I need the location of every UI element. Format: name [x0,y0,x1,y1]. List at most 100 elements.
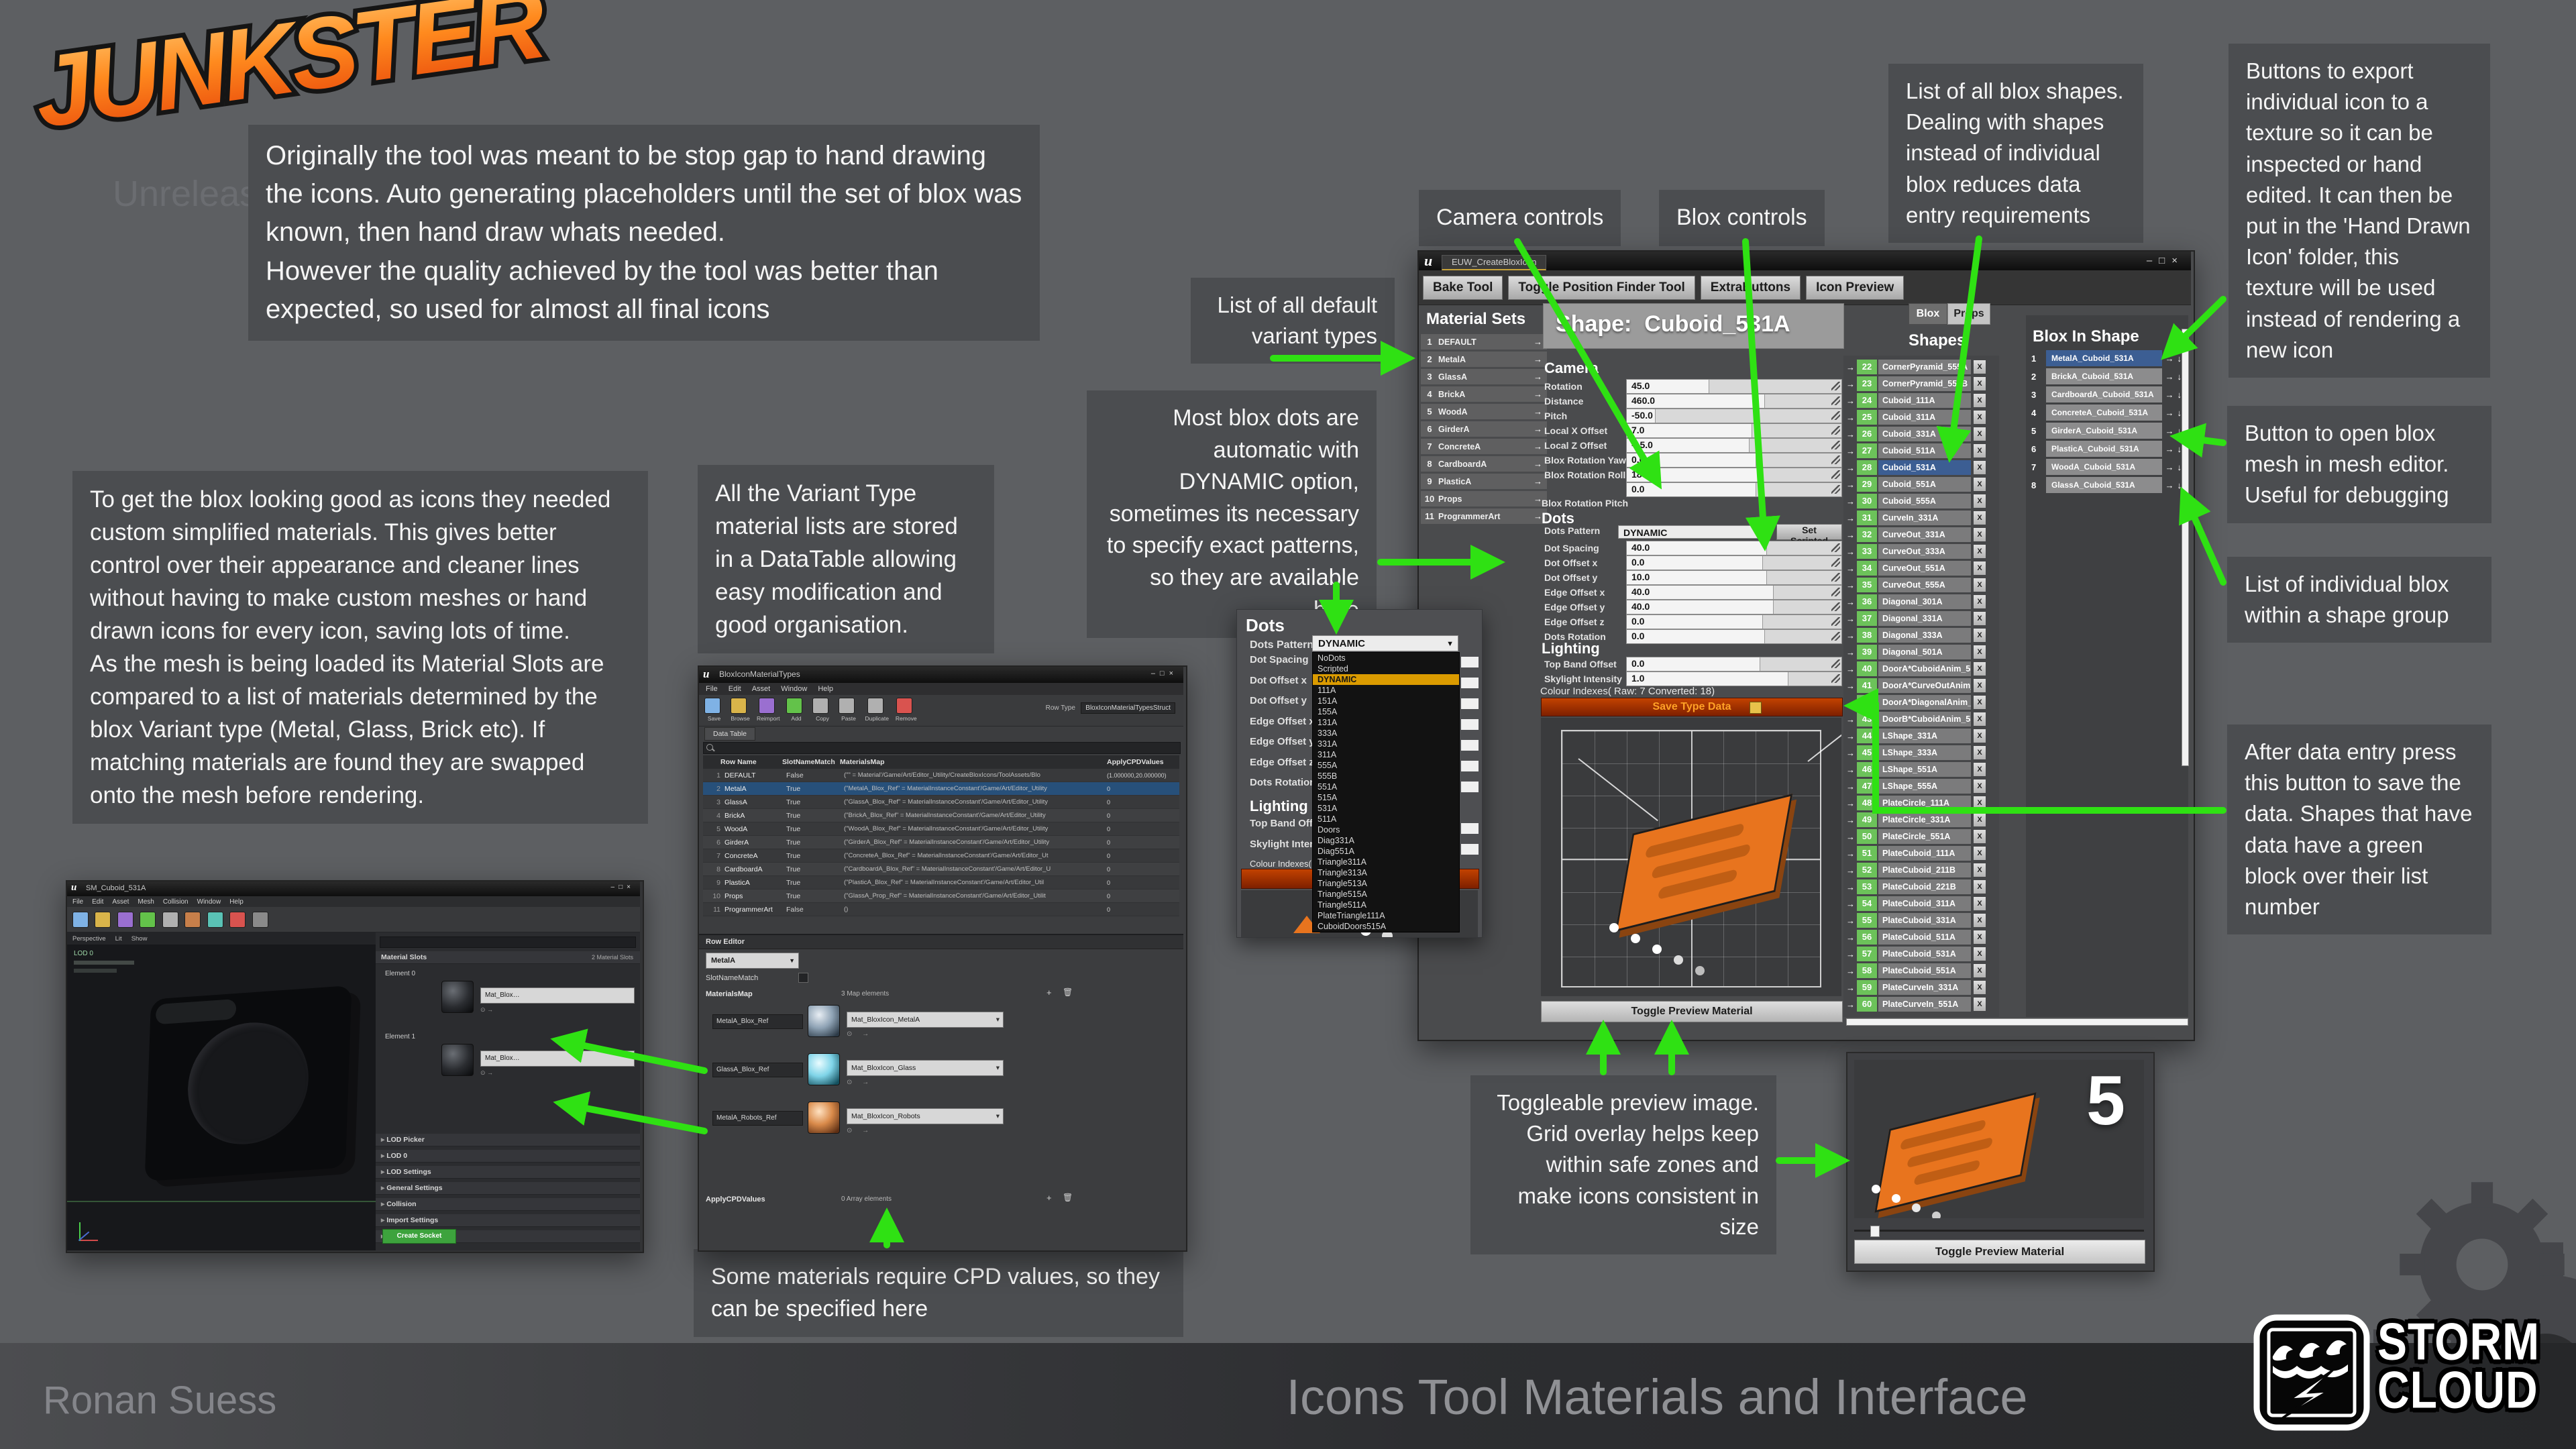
material-element[interactable]: Element 0 Mat_Blox… ⊙ → [380,967,636,1030]
shape-row[interactable]: → 42 DoorA*DiagonalAnim_555A X [1846,695,1998,710]
material-set-row[interactable]: 3 GlassA → [1421,369,1547,384]
delete-x-button[interactable]: X [1974,763,1986,776]
datatable-tab[interactable]: Data Table [704,727,756,741]
open-arrow-icon[interactable]: → [1846,999,1855,1010]
export-icon-button[interactable]: → [2165,371,2174,382]
export-icon-button[interactable]: → [2165,480,2174,490]
datatable-toolbar-button[interactable]: Paste [839,698,858,722]
tool-window-titlebar[interactable]: u EUW_CreateBloxIcon –□× [1419,252,2191,270]
shape-row[interactable]: → 50 PlateCircle_551A X [1846,829,1998,844]
value-spinbox[interactable]: -15.0 [1626,438,1842,453]
shape-row[interactable]: → 56 PlateCuboid_511A X [1846,930,1998,945]
open-arrow-icon[interactable]: → [1846,949,1855,959]
open-arrow-icon[interactable]: → [1846,731,1855,741]
dots-field-row[interactable]: Dot Offset y 10.0 [1544,570,1842,585]
details-section-row[interactable]: ▸ LOD 0 [376,1150,640,1163]
camera-field-row[interactable]: Local X Offset 7.0 [1544,423,1842,438]
open-arrow-icon[interactable]: → [1846,496,1855,506]
shape-row[interactable]: → 55 PlateCuboid_331A X [1846,913,1998,928]
menu-item[interactable]: Window [781,685,808,693]
open-arrow-icon[interactable]: → [1846,412,1855,423]
toggle-preview-material-button[interactable]: Toggle Preview Material [1541,1001,1843,1022]
menu-item[interactable]: Help [818,685,833,693]
menu-item[interactable]: Asset [751,685,771,693]
dots-pattern-dropdown[interactable]: DYNAMIC ▼ [1618,525,1764,539]
delete-x-button[interactable]: X [1974,360,1986,374]
delete-elements-icon[interactable]: 🗑 [1063,1193,1073,1202]
value-spinbox[interactable]: 0.0 [1626,629,1842,644]
delete-x-button[interactable]: X [1974,427,1986,441]
blox-row[interactable]: 4 ConcreteA_Cuboid_531A → ↓ [2031,405,2182,421]
dots-pattern-option[interactable]: 555B [1318,771,1338,781]
viewport-perspective[interactable]: Perspective [72,934,106,943]
material-set-row[interactable]: 2 MetalA → [1421,352,1547,367]
dots-pattern-option[interactable]: 151A [1318,696,1338,706]
horizontal-scrollbar[interactable] [1846,1018,2188,1026]
open-arrow-icon[interactable]: → [1846,580,1855,590]
open-arrow-icon[interactable]: → [1846,445,1855,456]
dots-pattern-option[interactable]: PlateTriangle111A [1318,911,1385,920]
save-type-data-button[interactable]: Save Type Data [1541,698,1843,716]
delete-x-button[interactable]: X [1974,847,1986,860]
shape-row[interactable]: → 36 Diagonal_301A X [1846,594,1998,609]
delete-x-button[interactable]: X [1974,813,1986,826]
shape-row[interactable]: → 24 Cuboid_111A X [1846,393,1998,408]
mesh-window-controls[interactable]: –□× [610,883,635,891]
delete-x-button[interactable]: X [1974,411,1986,424]
delete-x-button[interactable]: X [1974,444,1986,458]
details-section-row[interactable]: ▸ Import Settings [376,1214,640,1227]
preview-card-toggle-button[interactable]: Toggle Preview Material [1854,1240,2145,1264]
open-mesh-icon-button[interactable]: ↓ [2177,389,2182,400]
blox-row[interactable]: 7 WoodA_Cuboid_531A → ↓ [2031,459,2182,475]
material-set-row[interactable]: 11 ProgrammerArt → [1421,508,1547,524]
value-spinbox[interactable]: 0.0 [1626,614,1842,629]
open-arrow-icon[interactable]: → [1846,781,1855,792]
mesh-titlebar[interactable]: u SM_Cuboid_531A –□× [67,881,640,896]
shape-row[interactable]: → 27 Cuboid_511A X [1846,443,1998,458]
shape-row[interactable]: → 54 PlateCuboid_311A X [1846,896,1998,911]
open-mesh-icon-button[interactable]: ↓ [2177,480,2182,490]
delete-x-button[interactable]: X [1974,679,1986,692]
export-icon-button[interactable]: → [2165,407,2174,418]
open-arrow-icon[interactable]: → [1846,378,1855,389]
shape-row[interactable]: → 26 Cuboid_331A X [1846,427,1998,441]
materials-map-entry[interactable]: MetalA_Robots_Ref Mat_BloxIcon_Robots ⊙ … [703,1099,1173,1147]
blox-row[interactable]: 8 GlassA_Cuboid_531A → ↓ [2031,477,2182,493]
blox-row[interactable]: 2 BrickA_Cuboid_531A → ↓ [2031,368,2182,384]
material-set-row[interactable]: 10 Props → [1421,491,1547,506]
menu-item[interactable]: Edit [92,898,104,906]
open-arrow-icon[interactable]: → [1846,429,1855,439]
delete-x-button[interactable]: X [1974,629,1986,642]
delete-x-button[interactable]: X [1974,863,1986,877]
menu-item[interactable]: Window [197,898,221,906]
shape-row[interactable]: → 23 CornerPyramid_555B X [1846,376,1998,391]
material-set-row[interactable]: 8 CardboardA → [1421,456,1547,472]
tool-window-controls[interactable]: –□× [2147,255,2184,266]
delete-x-button[interactable]: X [1974,696,1986,709]
delete-x-button[interactable]: X [1974,394,1986,407]
shape-row[interactable]: → 39 Diagonal_501A X [1846,645,1998,659]
toolbar-icon[interactable] [140,912,156,928]
delete-x-button[interactable]: X [1974,729,1986,743]
open-mesh-icon-button[interactable]: ↓ [2177,407,2182,418]
camera-field-row[interactable]: Blox Rotation Yaw 0.0 [1544,453,1842,468]
open-arrow-icon[interactable]: → [1846,932,1855,943]
delete-x-button[interactable]: X [1974,947,1986,961]
toolbar-icon[interactable] [229,912,246,928]
details-section-row[interactable]: ▸ LOD Settings [376,1166,640,1179]
dots-pattern-option[interactable]: Triangle511A [1318,900,1366,910]
material-set-row[interactable]: 5 WoodA → [1421,404,1547,419]
open-arrow-icon[interactable]: → [1846,479,1855,490]
toolbar-icon[interactable] [207,912,223,928]
delete-x-button[interactable]: X [1974,796,1986,810]
material-slot-dropdown[interactable]: Mat_Blox… [480,1051,635,1067]
shape-row[interactable]: → 29 Cuboid_551A X [1846,477,1998,492]
shape-row[interactable]: → 37 Diagonal_331A X [1846,611,1998,626]
datatable-window-controls[interactable]: –□× [1150,669,1178,678]
open-arrow-icon[interactable]: → [1846,513,1855,523]
dots-pattern-option[interactable]: 131A [1318,718,1338,727]
